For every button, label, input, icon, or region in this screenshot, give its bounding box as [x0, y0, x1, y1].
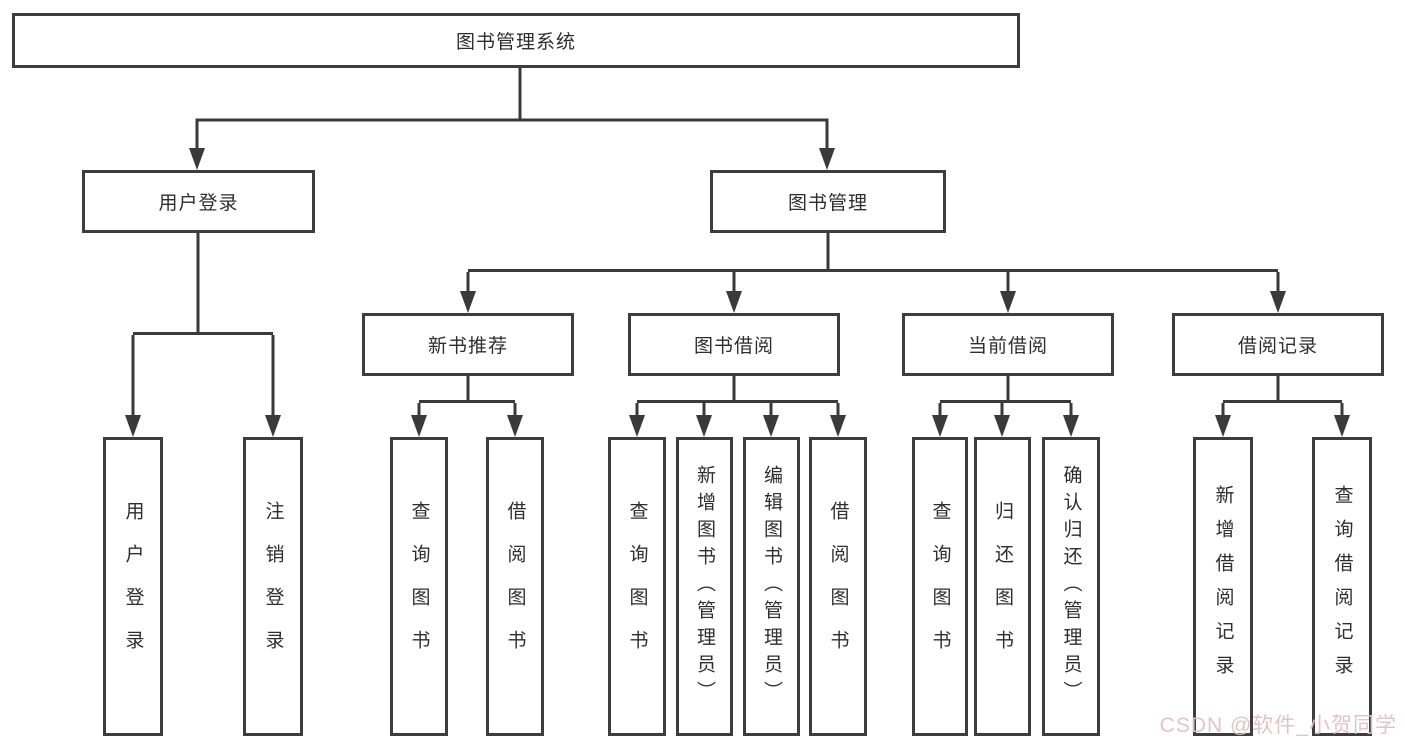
node-label: 查询图书 [626, 500, 648, 673]
node-label: 新书推荐 [427, 336, 508, 357]
node-label: 归还图书 [992, 500, 1013, 673]
node-label: 当前借阅 [967, 336, 1048, 357]
node-label: 查询图书 [408, 500, 430, 673]
node-label: 编辑图书（管理员） [761, 465, 782, 708]
node-leaf-bb-query-books: 查询图书 [608, 437, 666, 736]
node-label: 借阅图书 [827, 500, 849, 673]
node-label: 图书借阅 [693, 336, 774, 357]
node-leaf-nbr-query-books: 查询图书 [390, 437, 448, 736]
node-label: 图书管理 [787, 193, 868, 214]
node-leaf-bb-edit-books: 编辑图书（管理员） [743, 437, 800, 736]
node-leaf-cb-confirm-return: 确认归还（管理员） [1042, 437, 1100, 736]
node-leaf-br-add-record: 新增借阅记录 [1193, 437, 1253, 736]
node-label: 查询借阅记录 [1331, 484, 1353, 689]
node-leaf-br-query-record: 查询借阅记录 [1312, 437, 1372, 736]
node-book-borrowing: 图书借阅 [628, 313, 840, 376]
node-leaf-bb-borrow-books: 借阅图书 [809, 437, 867, 736]
node-leaf-logout: 注销登录 [243, 437, 303, 736]
node-label: 新增图书（管理员） [694, 465, 715, 708]
node-label: 借阅图书 [504, 500, 526, 673]
node-label: 确认归还（管理员） [1060, 465, 1082, 708]
node-new-book-recommend: 新书推荐 [362, 313, 574, 376]
node-label: 新增借阅记录 [1212, 484, 1234, 689]
node-root-label: 图书管理系统 [455, 32, 576, 53]
node-root-system: 图书管理系统 [12, 13, 1020, 68]
node-borrowing-records: 借阅记录 [1172, 313, 1384, 376]
node-leaf-bb-add-books: 新增图书（管理员） [676, 437, 733, 736]
node-current-borrowing: 当前借阅 [902, 313, 1114, 376]
node-leaf-cb-query-books: 查询图书 [912, 437, 968, 736]
node-label: 用户登录 [122, 500, 144, 673]
node-label: 查询图书 [929, 500, 951, 673]
node-label: 借阅记录 [1237, 336, 1318, 357]
csdn-watermark: CSDN @软件_小贺同学 [1159, 714, 1397, 737]
node-label: 用户登录 [158, 193, 239, 214]
node-user-login-branch: 用户登录 [82, 170, 315, 233]
node-leaf-user-login: 用户登录 [103, 437, 163, 736]
node-leaf-cb-return-books: 归还图书 [974, 437, 1031, 736]
node-label: 注销登录 [262, 500, 284, 673]
node-leaf-nbr-borrow-books: 借阅图书 [486, 437, 544, 736]
node-book-management-branch: 图书管理 [710, 170, 946, 233]
